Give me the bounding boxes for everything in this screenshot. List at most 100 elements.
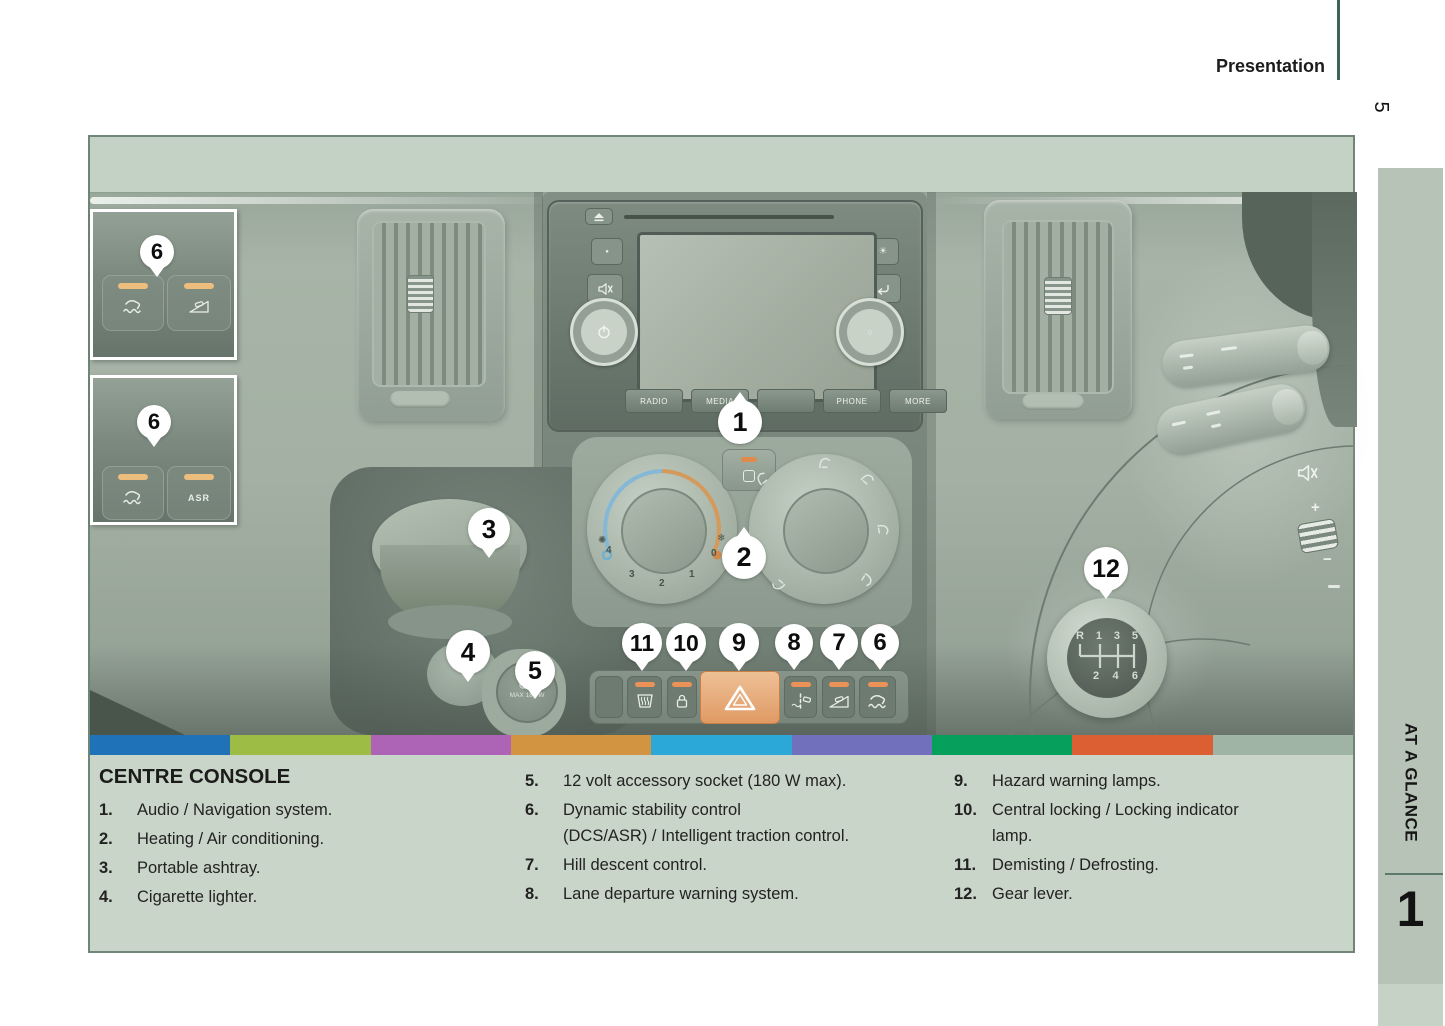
fan-speed-4: 4 (606, 545, 612, 556)
page-number: 5 (1370, 101, 1393, 113)
hill-descent-icon (828, 693, 850, 709)
stripe-emerald (931, 735, 1073, 755)
colour-stripe-row (90, 735, 1353, 755)
callout-6-top: 6 (140, 235, 174, 269)
source-button-row: RADIO MEDIA PHONE MORE (625, 389, 947, 413)
legend-column-1: 1.Audio / Navigation system. 2.Heating /… (99, 797, 514, 913)
esp-off-switch-2 (102, 466, 164, 520)
gear-pattern-lines (1078, 644, 1136, 668)
volume-up-label: + (1311, 499, 1320, 516)
indicator-lamp (184, 474, 214, 480)
lane-departure-icon (790, 693, 812, 709)
dash-highlight (90, 197, 570, 204)
asr-switch: ASR (167, 466, 231, 520)
airflow-icon (876, 521, 892, 537)
callout-12: 12 (1084, 547, 1128, 591)
page-title: Presentation (1215, 56, 1325, 76)
callout-8: 8 (775, 624, 813, 662)
eject-button (585, 208, 613, 225)
demisting-switch (627, 676, 662, 718)
slip-icon (122, 298, 144, 314)
left-air-vent (357, 209, 505, 421)
legend-item: 8.Lane departure warning system. (525, 885, 799, 903)
central-locking-switch (667, 676, 697, 718)
stripe-orange (510, 735, 652, 755)
stack-seam-left (534, 192, 543, 735)
chapter-section-label: AT A GLANCE (1401, 723, 1421, 843)
knob-cap (621, 488, 707, 574)
callout-1: 1 (718, 400, 762, 444)
ashtray-base (388, 605, 512, 639)
indicator-lamp (118, 474, 148, 480)
callout-3: 3 (468, 508, 510, 550)
hazard-triangle-icon (723, 684, 757, 712)
fan-speed-1: 1 (689, 569, 695, 580)
legend-title: CENTRE CONSOLE (99, 765, 291, 788)
sidebar-divider (1385, 873, 1443, 875)
esp-off-switch (102, 275, 164, 331)
callout-6-mid: 6 (137, 405, 171, 439)
legend-item: 12.Gear lever. (954, 885, 1073, 903)
callout-5: 5 (515, 651, 555, 691)
figure-top-strip (90, 137, 1353, 193)
legend-item: 6. Dynamic stability control(DCS/ASR) / … (525, 801, 850, 845)
fan-speed-2: 2 (659, 578, 665, 589)
vent-tab (390, 391, 450, 408)
asr-label: ASR (187, 493, 211, 503)
volume-down-label: − (1323, 551, 1332, 568)
stripe-blue (90, 735, 231, 755)
stalk-mark (1328, 585, 1340, 588)
legend-item: 9.Hazard warning lamps. (954, 772, 1161, 790)
stripe-purple (370, 735, 511, 755)
callout-2: 2 (722, 535, 766, 579)
recirculation-icon (743, 470, 755, 482)
power-icon (596, 324, 612, 340)
lane-departure-switch (784, 676, 817, 718)
figure-panel: ASR ● ☀ (88, 135, 1370, 953)
chapter-number: 1 (1396, 881, 1425, 937)
vent-thumbwheel (1044, 277, 1072, 315)
cd-slot (624, 215, 834, 219)
right-air-vent (984, 200, 1132, 419)
phone-button: PHONE (823, 389, 881, 413)
indicator-lamp (118, 283, 148, 289)
indicator-lamp (741, 457, 757, 462)
sidebar-footer-block (1378, 984, 1443, 1026)
callout-6-switch: 6 (861, 624, 899, 662)
chapter-sidebar: AT A GLANCE 1 (1378, 168, 1443, 1026)
stripe-sage (1212, 735, 1353, 755)
stripe-green (230, 735, 371, 755)
legend-item: 4.Cigarette lighter. (99, 888, 258, 906)
slip-icon (867, 693, 889, 709)
stripe-cyan (651, 735, 792, 755)
legend-item: 11.Demisting / Defrosting. (954, 856, 1159, 874)
mute-icon (1296, 463, 1318, 483)
vent-thumbwheel (407, 275, 434, 313)
volume-knob (570, 298, 638, 366)
radio-button: RADIO (625, 389, 683, 413)
stripe-violet (791, 735, 932, 755)
callout-9: 9 (719, 623, 759, 663)
legend-item: 7.Hill descent control. (525, 856, 707, 874)
inset-switches-bottom: ASR (90, 375, 237, 525)
header-rule (1337, 0, 1340, 80)
more-button: MORE (889, 389, 947, 413)
snowflake-icon: ❄ (717, 533, 726, 544)
callout-11: 11 (622, 623, 662, 663)
blank-switch (595, 676, 623, 718)
legend-column-2: 5.12 volt accessory socket (180 W max). … (525, 768, 945, 910)
fan-icon: ✺ (598, 535, 607, 546)
hill-descent-icon (188, 298, 210, 314)
legend: CENTRE CONSOLE 1.Audio / Navigation syst… (90, 755, 1353, 951)
fan-speed-0: 0 (711, 548, 717, 559)
legend-column-3: 9.Hazard warning lamps. 10. Central lock… (954, 768, 1344, 910)
callout-7: 7 (820, 624, 858, 662)
fan-speed-3: 3 (629, 569, 635, 580)
hill-descent-switch (167, 275, 231, 331)
hazard-warning-button (700, 671, 780, 724)
lock-icon (675, 693, 689, 709)
